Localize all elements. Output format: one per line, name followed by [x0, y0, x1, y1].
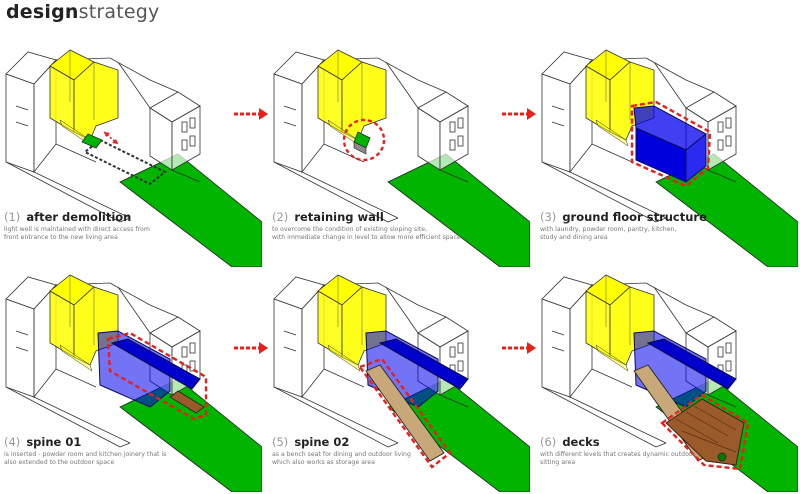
next-arrow-1 — [233, 106, 269, 125]
step-heading-3: (3) ground floor structure — [540, 210, 707, 224]
highlight-circle — [342, 118, 386, 162]
step-caption-5: (5) spine 02 as a bench seat for dining … — [272, 435, 530, 467]
access-arrow — [103, 131, 119, 145]
spine-01-highlight — [106, 331, 208, 421]
step-6-diagram — [541, 274, 798, 492]
step-4-diagram — [5, 274, 262, 492]
step-3-diagram — [541, 49, 798, 267]
step-panel-4: (4) spine 01 is inserted - powder room a… — [0, 247, 262, 492]
next-arrow-3 — [233, 340, 269, 359]
access-arrow-head-a — [112, 139, 118, 144]
step-caption-4: (4) spine 01 is inserted - powder room a… — [4, 435, 262, 467]
step-heading-5: (5) spine 02 — [272, 435, 350, 449]
deck-board-4 — [681, 430, 737, 453]
step-heading-2: (2) retaining wall — [272, 210, 384, 224]
page-title: designstrategy — [6, 1, 160, 23]
spine-02-bench-seat — [365, 364, 445, 462]
lightwell-floor — [81, 133, 103, 149]
step-caption-6: (6) decks with different levels that cre… — [540, 435, 798, 467]
tree-icon — [717, 452, 727, 462]
deck-highlight — [660, 393, 750, 471]
step-panel-1: (1) after demolition light well is maint… — [0, 22, 262, 267]
step-heading-4: (4) spine 01 — [4, 435, 82, 449]
step-1-diagram — [5, 49, 262, 267]
step-panel-6: (6) decks with different levels that cre… — [536, 247, 798, 492]
deck-board-3 — [693, 405, 737, 431]
step-description-1: light well is maintained with direct acc… — [4, 226, 150, 241]
timber-deck — [665, 398, 745, 466]
step-description-3: with laundry, powder room, pantry, kitch… — [540, 226, 677, 241]
step-heading-1: (1) after demolition — [4, 210, 132, 224]
ground-floor-volume-side — [685, 132, 707, 184]
spine-01 — [378, 338, 469, 390]
step-description-6: with different levels that creates dynam… — [540, 451, 696, 466]
step-caption-2: (2) retaining wall to overcome the condi… — [272, 210, 530, 242]
spine-02-highlight — [358, 357, 452, 469]
step-caption-3: (3) ground floor structure with laundry,… — [540, 210, 798, 242]
ground-floor-highlight — [630, 100, 712, 188]
spine-01 — [646, 338, 737, 390]
next-arrow-4 — [501, 340, 537, 359]
spine-01 — [110, 338, 201, 390]
demolished-area-outline — [83, 138, 167, 186]
step-2-diagram — [273, 49, 530, 267]
step-caption-1: (1) after demolition light well is maint… — [4, 210, 262, 242]
next-arrow-2 — [501, 106, 537, 125]
ground-floor-volume — [97, 330, 171, 408]
step-description-2: to overcome the condition of existing sl… — [272, 226, 461, 241]
deck-board-1 — [675, 418, 719, 444]
retaining-wall-side — [353, 141, 367, 155]
step-heading-6: (6) decks — [540, 435, 600, 449]
step-panel-2: (2) retaining wall to overcome the condi… — [268, 22, 530, 267]
access-arrow-head-b — [104, 132, 110, 137]
step-panel-3: (3) ground floor structure with laundry,… — [536, 22, 798, 267]
step-description-5: as a bench seat for dining and outdoor l… — [272, 451, 411, 466]
deck-board-2 — [685, 411, 729, 437]
step-panel-5: (5) spine 02 as a bench seat for dining … — [268, 247, 530, 492]
step-5-diagram — [273, 274, 530, 492]
step-description-4: is inserted - powder room and kitchen jo… — [4, 451, 167, 466]
spine-01-outdoor-bench — [169, 390, 205, 414]
